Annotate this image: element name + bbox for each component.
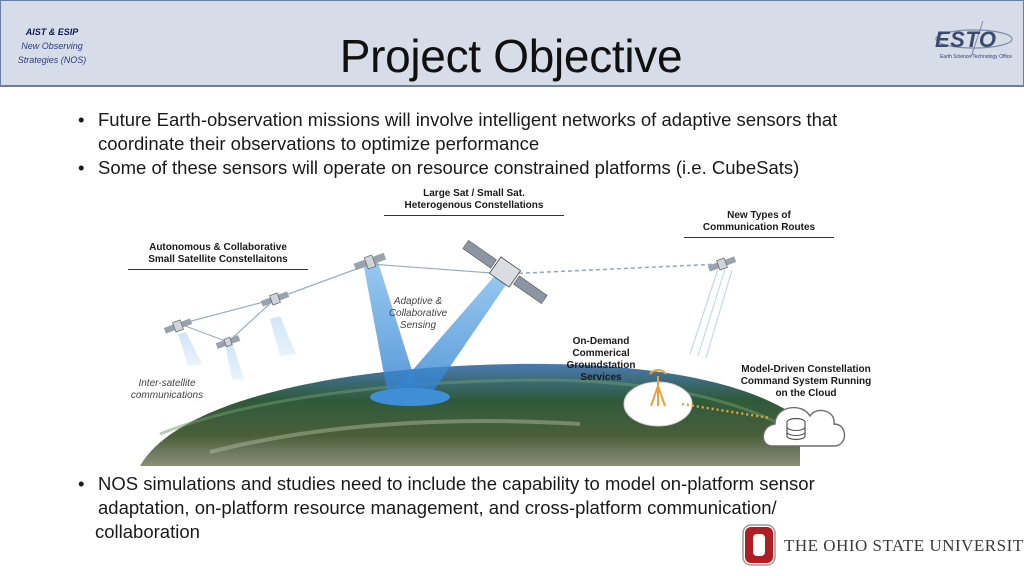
label-line: Communication Routes xyxy=(702,222,816,233)
label-ondemand-groundstation: On-Demand Commerical Groundstation Servi… xyxy=(560,336,642,384)
label-model-driven-cloud: Model-Driven Constellation Command Syste… xyxy=(726,364,886,400)
small-satellite-icon xyxy=(260,291,290,307)
bullet-line: adaptation, on-platform resource managem… xyxy=(98,497,777,518)
small-satellite-icon xyxy=(353,252,387,271)
requirement-bullets: NOS simulations and studies need to incl… xyxy=(76,472,956,544)
block-o-icon xyxy=(742,524,776,566)
label-intersatellite: Inter-satellite communications xyxy=(122,378,212,402)
label-new-routes: New Types of Communication Routes xyxy=(684,210,834,238)
bullet-line: coordinate their observations to optimiz… xyxy=(98,133,540,154)
label-line: Model-Driven Constellation xyxy=(741,364,871,375)
bullet-item: NOS simulations and studies need to incl… xyxy=(76,472,956,544)
constellation-diagram: Large Sat / Small Sat. Heterogenous Cons… xyxy=(120,184,890,466)
esto-logo-word: ESTO xyxy=(935,27,997,52)
label-line: Collaborative xyxy=(388,308,448,319)
constellation-illustration xyxy=(140,239,846,466)
slide-title: Project Objective xyxy=(339,30,683,82)
label-line: Autonomous & Collaborative xyxy=(149,242,287,253)
brand-line-1: AIST & ESIP xyxy=(25,27,79,37)
large-satellite-icon xyxy=(462,239,548,305)
program-branding: AIST & ESIP New Observing Strategies (NO… xyxy=(11,25,93,67)
bullet-item: Some of these sensors will operate on re… xyxy=(76,156,956,180)
brand-line-3: Strategies (NOS) xyxy=(17,55,87,65)
label-line: on the Cloud xyxy=(775,388,837,399)
esto-swoosh-icon xyxy=(935,21,1013,58)
bullet-line: collaboration xyxy=(95,521,200,542)
label-line: Groundstation xyxy=(566,360,636,371)
label-line: Services xyxy=(580,372,622,383)
label-line: New Types of xyxy=(727,210,791,221)
small-satellite-icon xyxy=(163,318,193,334)
esto-logo-subtitle: Earth Science Technology Office xyxy=(939,54,1013,60)
label-large-small-sat: Large Sat / Small Sat. Heterogenous Cons… xyxy=(384,188,564,216)
label-line: communications xyxy=(130,390,204,401)
sensing-beam xyxy=(363,262,420,396)
label-line: Large Sat / Small Sat. xyxy=(423,188,525,199)
bullet-line: Future Earth-observation missions will i… xyxy=(98,109,838,130)
label-line: Heterogenous Constellations xyxy=(404,200,544,211)
small-satellite-icon xyxy=(215,335,241,349)
label-line: On-Demand xyxy=(572,336,630,347)
sensing-footprint xyxy=(370,388,450,406)
bullet-item: Future Earth-observation missions will i… xyxy=(76,108,956,156)
bullet-line: Some of these sensors will operate on re… xyxy=(98,157,800,178)
label-line: Command System Running xyxy=(740,376,872,387)
sensing-beam xyxy=(390,272,512,396)
esto-logo: ESTO Earth Science Technology Office xyxy=(931,21,1017,61)
label-line: Commerical xyxy=(572,348,630,359)
label-line: Inter-satellite xyxy=(138,378,196,389)
label-line: Sensing xyxy=(399,320,437,331)
brand-line-2: New Observing xyxy=(21,41,83,51)
slide-header: AIST & ESIP New Observing Strategies (NO… xyxy=(0,0,1024,87)
label-adaptive-sensing: Adaptive & Collaborative Sensing xyxy=(376,296,460,332)
database-icon xyxy=(786,417,806,441)
label-line: Adaptive & xyxy=(393,296,443,307)
university-name: THE OHIO STATE UNIVERSITY xyxy=(784,536,1024,555)
label-line: Small Satellite Constellaitons xyxy=(148,254,288,265)
university-logo: THE OHIO STATE UNIVERSITY xyxy=(742,524,1024,568)
bullet-line: NOS simulations and studies need to incl… xyxy=(98,473,815,494)
ground-antenna-icon xyxy=(649,369,667,407)
objective-bullets: Future Earth-observation missions will i… xyxy=(76,108,956,180)
label-autonomous-constellations: Autonomous & Collaborative Small Satelli… xyxy=(128,242,308,270)
small-satellite-icon xyxy=(707,256,737,272)
